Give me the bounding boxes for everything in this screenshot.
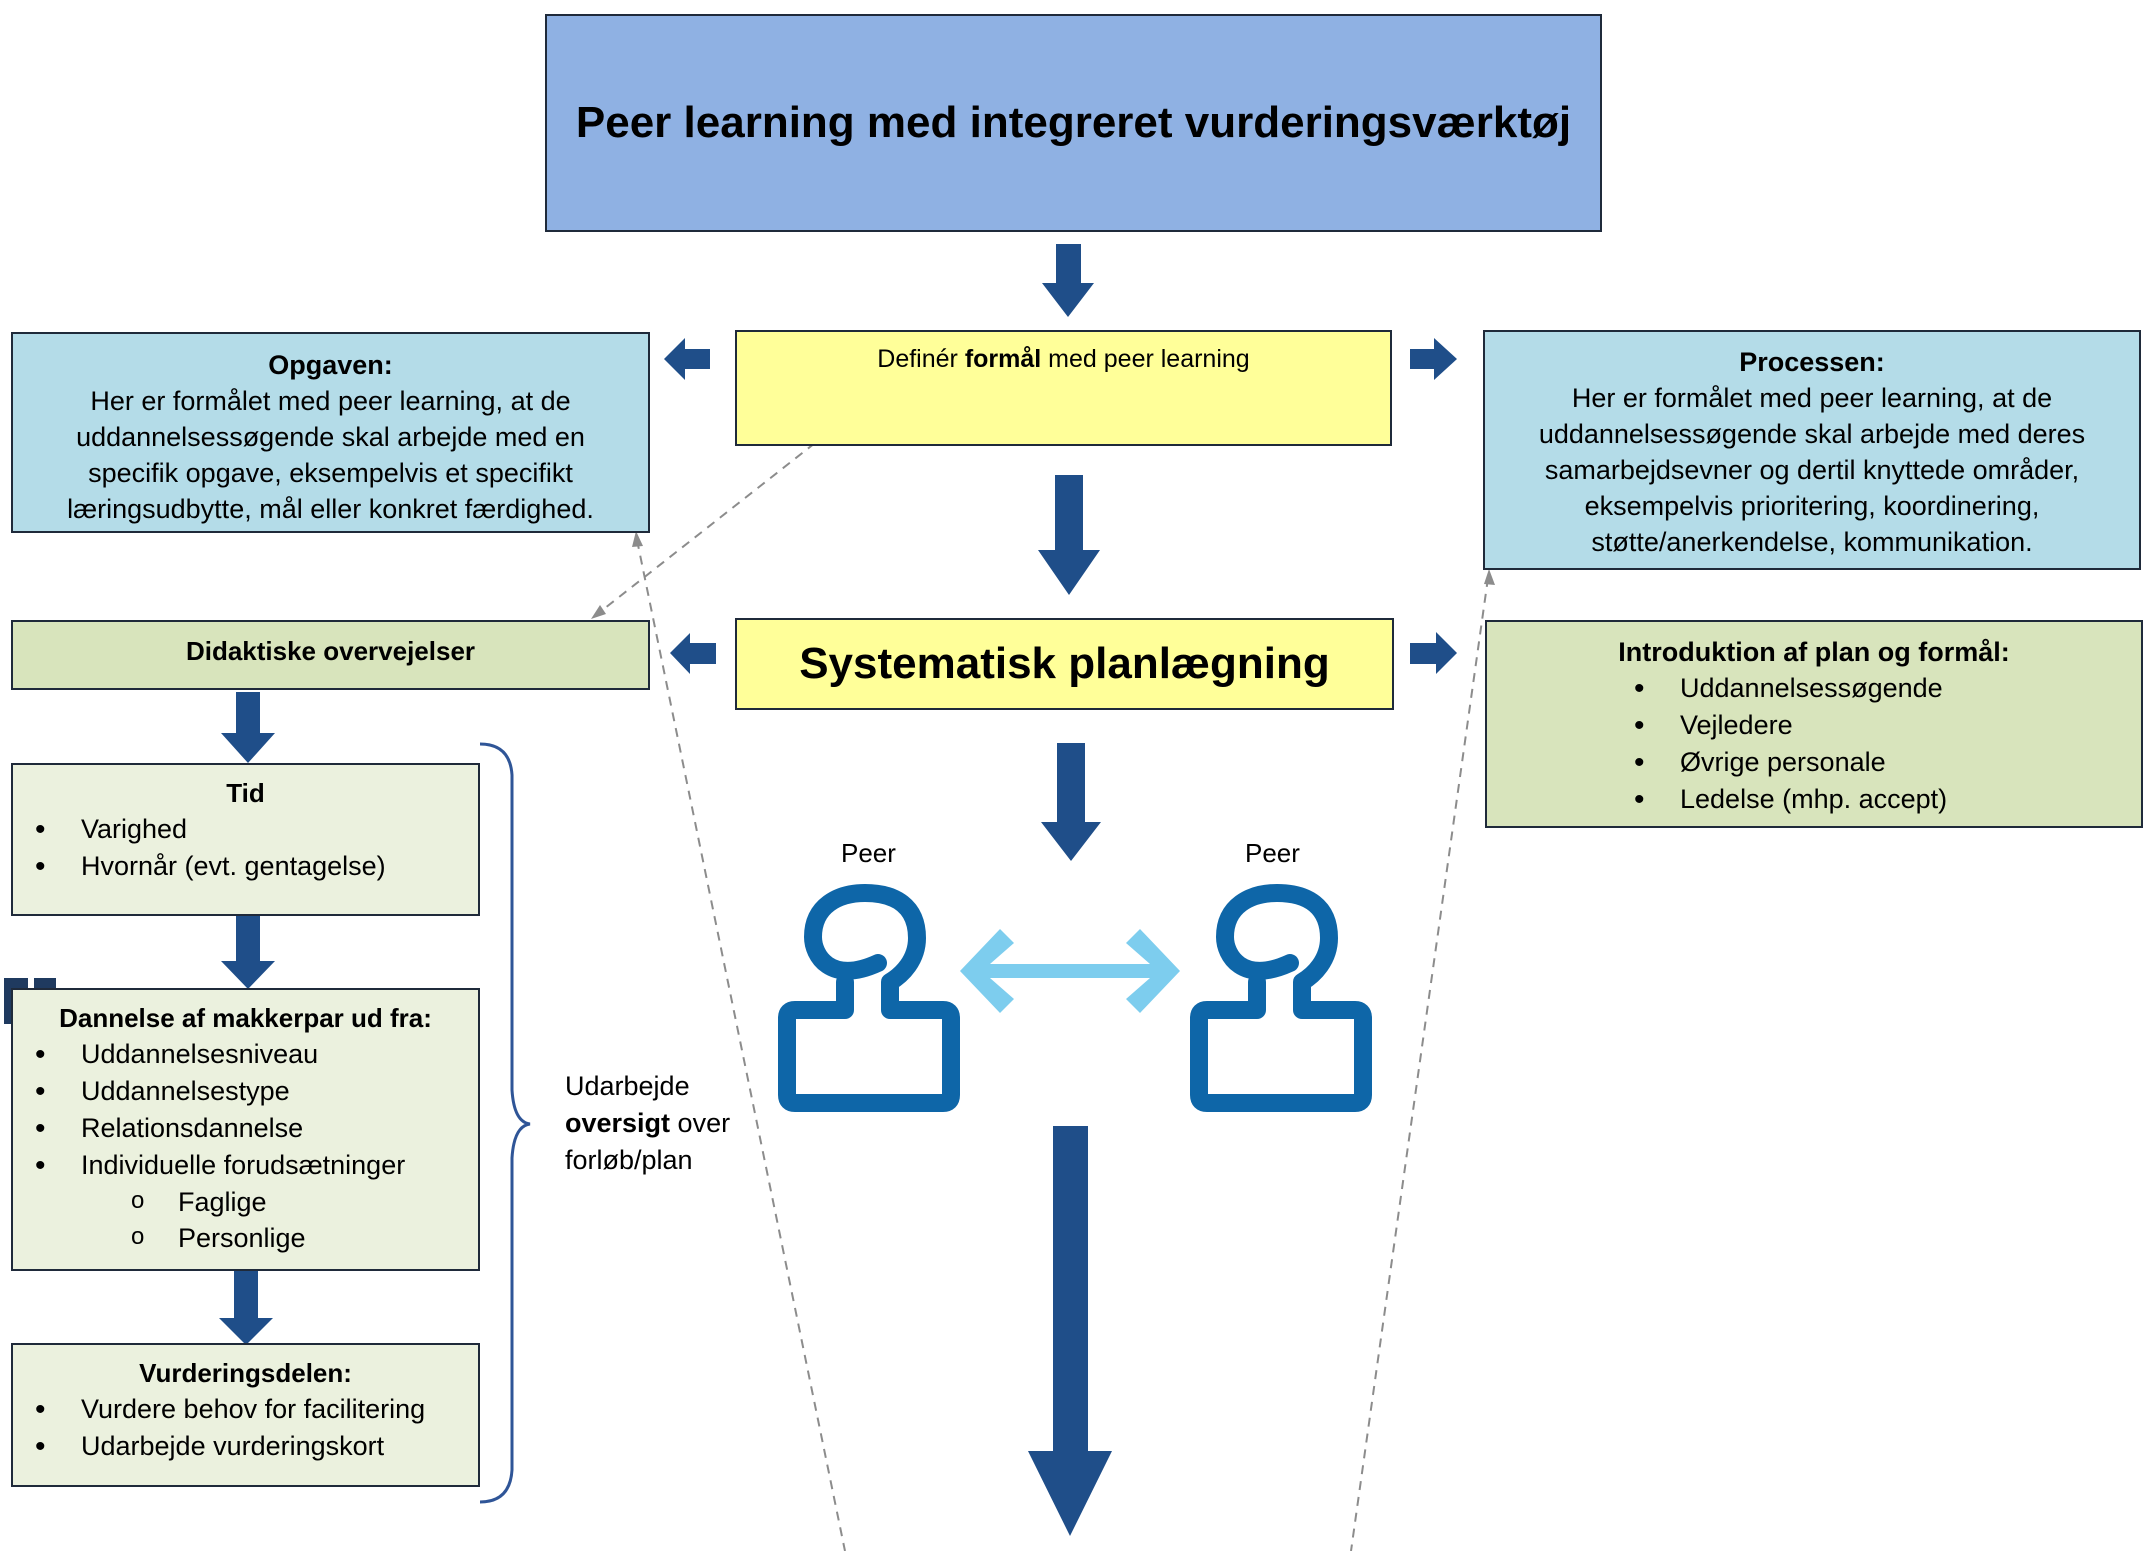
introduktion-heading: Introduktion af plan og formål: bbox=[1618, 637, 2010, 667]
peer-right-label: Peer bbox=[1245, 838, 1300, 868]
dashed-guides bbox=[599, 442, 1489, 1551]
didaktiske-box: Didaktiske overvejelser bbox=[11, 620, 650, 690]
dannelse-box: Dannelse af makkerpar ud fra: Uddannelse… bbox=[11, 988, 480, 1271]
arrow-left-didaktiske bbox=[670, 633, 716, 674]
vurdering-item: Vurdere behov for facilitering bbox=[13, 1391, 478, 1428]
processen-line: uddannelsessøgende skal arbejde med dere… bbox=[1538, 419, 2086, 449]
arrow-down-2 bbox=[1038, 475, 1100, 595]
vurdering-list: Vurdere behov for facilitering Udarbejde… bbox=[13, 1391, 478, 1465]
purpose-box: Definér formål med peer learning bbox=[735, 330, 1392, 446]
flow-arrows bbox=[219, 244, 1457, 1536]
arrow-left-opgaven bbox=[664, 338, 710, 380]
introduktion-item: Ledelse (mhp. accept) bbox=[1612, 781, 2141, 818]
arrow-right-introduktion bbox=[1410, 632, 1457, 674]
arrow-down-3 bbox=[1041, 743, 1101, 861]
tid-heading: Tid bbox=[226, 778, 265, 808]
processen-line: samarbejdsevner og dertil knyttede områd… bbox=[1544, 455, 2080, 485]
peer-right-icon bbox=[1190, 884, 1372, 1112]
processen-box: Processen: Her er formålet med peer lear… bbox=[1483, 330, 2141, 570]
vurdering-heading: Vurderingsdelen: bbox=[139, 1358, 352, 1388]
title-box: Peer learning med integreret vurderingsv… bbox=[545, 14, 1602, 232]
dannelse-item: Uddannelsesniveau bbox=[13, 1036, 478, 1073]
opgaven-line: specifik opgave, eksempelvis et specifik… bbox=[88, 458, 573, 488]
processen-line: støtte/anerkendelse, kommunikation. bbox=[1591, 527, 2033, 557]
opgaven-line: læringsudbytte, mål eller konkret færdig… bbox=[67, 494, 594, 524]
arrow-right-processen bbox=[1410, 338, 1457, 380]
opgaven-heading: Opgaven: bbox=[268, 350, 393, 380]
processen-line: eksempelvis prioritering, koordinering, bbox=[1584, 491, 2040, 521]
arrow-down-big bbox=[1028, 1126, 1112, 1536]
oversigt-line1: Udarbejde bbox=[565, 1071, 690, 1101]
dashed-arrowhead-didaktiske bbox=[591, 605, 606, 619]
introduktion-box: Introduktion af plan og formål: Uddannel… bbox=[1485, 620, 2143, 828]
tid-item: Hvornår (evt. gentagelse) bbox=[13, 848, 478, 885]
introduktion-item: Øvrige personale bbox=[1612, 744, 2141, 781]
purpose-text: Definér formål med peer learning bbox=[877, 345, 1250, 373]
dannelse-item: Relationsdannelse bbox=[13, 1110, 478, 1147]
dashed-arrowhead-processen bbox=[1484, 569, 1495, 585]
oversigt-label: Udarbejde oversigt over forløb/plan bbox=[565, 1068, 730, 1179]
dashed-arrowhead-opgaven bbox=[632, 531, 643, 547]
dashed-line-left-funnel bbox=[636, 539, 846, 1551]
systematisk-text: Systematisk planlægning bbox=[799, 639, 1330, 688]
arrow-down-1 bbox=[1042, 244, 1094, 317]
oversigt-line2: oversigt over bbox=[565, 1108, 731, 1138]
dashed-line-to-didaktiske bbox=[599, 442, 816, 613]
peer-left-icon bbox=[778, 884, 960, 1112]
introduktion-list: Uddannelsessøgende Vejledere Øvrige pers… bbox=[1612, 670, 2141, 818]
arrow-down-dannelse bbox=[221, 916, 275, 989]
processen-line: Her er formålet med peer learning, at de bbox=[1571, 383, 2053, 413]
tid-item: Varighed bbox=[13, 811, 478, 848]
vurdering-item: Udarbejde vurderingskort bbox=[13, 1428, 478, 1465]
dashed-arrowheads bbox=[591, 531, 1495, 619]
title-text: Peer learning med integreret vurderingsv… bbox=[575, 98, 1572, 147]
vurdering-box: Vurderingsdelen: Vurdere behov for facil… bbox=[11, 1343, 480, 1487]
dannelse-sublist: Faglige Personlige bbox=[13, 1183, 478, 1256]
dashed-line-right-funnel bbox=[1350, 577, 1489, 1551]
didaktiske-text: Didaktiske overvejelser bbox=[185, 636, 476, 666]
dannelse-subitem: Personlige bbox=[13, 1219, 478, 1256]
curly-brace bbox=[479, 742, 531, 1504]
dannelse-item: Individuelle forudsætninger bbox=[13, 1147, 478, 1184]
introduktion-item: Vejledere bbox=[1612, 707, 2141, 744]
tid-box: Tid Varighed Hvornår (evt. gentagelse) bbox=[11, 763, 480, 916]
tid-list: Varighed Hvornår (evt. gentagelse) bbox=[13, 811, 478, 885]
opgaven-line: Her er formålet med peer learning, at de bbox=[90, 386, 571, 416]
opgaven-box: Opgaven: Her er formålet med peer learni… bbox=[11, 332, 650, 533]
processen-heading: Processen: bbox=[1739, 347, 1885, 377]
dannelse-item: Uddannelsestype bbox=[13, 1073, 478, 1110]
dannelse-heading: Dannelse af makkerpar ud fra: bbox=[59, 1003, 432, 1033]
arrow-down-tid bbox=[221, 692, 275, 763]
oversigt-line3: forløb/plan bbox=[565, 1145, 693, 1175]
dannelse-subitem: Faglige bbox=[13, 1183, 478, 1220]
arrow-down-vurdering bbox=[219, 1271, 273, 1345]
peer-left-label: Peer bbox=[841, 838, 896, 868]
double-arrow-icon bbox=[960, 929, 1180, 1013]
systematisk-box: Systematisk planlægning bbox=[735, 618, 1394, 710]
introduktion-item: Uddannelsessøgende bbox=[1612, 670, 2141, 707]
dannelse-list: Uddannelsesniveau Uddannelsestype Relati… bbox=[13, 1036, 478, 1184]
opgaven-line: uddannelsessøgende skal arbejde med en bbox=[76, 422, 585, 452]
